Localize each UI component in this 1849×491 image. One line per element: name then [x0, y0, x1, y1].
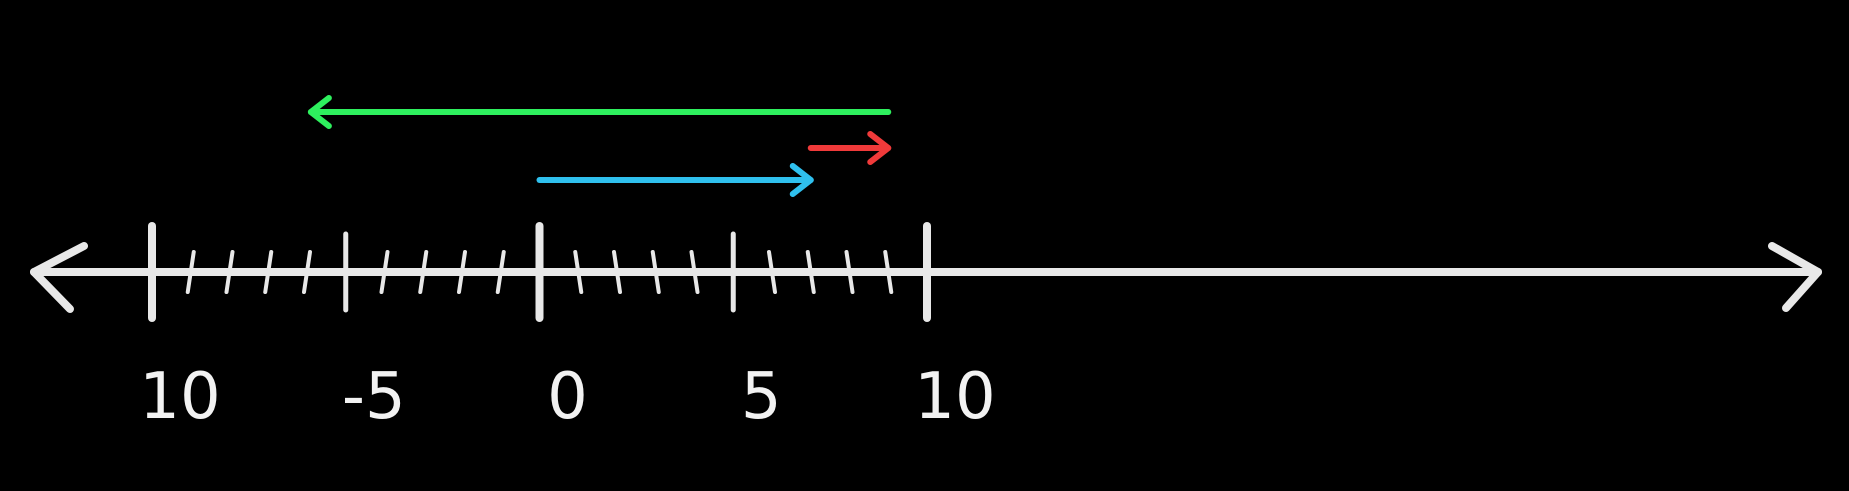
red-vector-arrowhead	[867, 131, 892, 165]
blue-vector-arrow	[536, 163, 814, 197]
minor-tick	[612, 250, 622, 294]
minor-tick	[573, 250, 584, 294]
axis-left-arrowhead	[30, 242, 88, 313]
green-vector-arrow	[307, 95, 892, 129]
minor-tick	[418, 250, 429, 294]
minor-tick	[224, 250, 235, 294]
minor-tick	[767, 250, 777, 294]
minor-tick	[883, 250, 894, 294]
tick-label: 10	[914, 360, 995, 434]
tick-label: 0	[547, 360, 588, 434]
number-line-axis	[30, 222, 1822, 322]
vector-arrows	[307, 95, 892, 197]
minor-tick	[689, 250, 700, 294]
minor-tick	[805, 250, 816, 294]
tick-label: 10	[139, 360, 220, 434]
minor-tick	[263, 250, 274, 294]
tick-label: 5	[741, 360, 782, 434]
green-vector-arrowhead	[307, 95, 332, 129]
minor-tick	[495, 250, 506, 294]
minor-tick	[844, 250, 855, 294]
blue-vector-arrowhead	[789, 163, 814, 197]
minor-tick	[457, 250, 467, 294]
minor-tick	[185, 250, 196, 294]
axis-right-arrowhead	[1768, 242, 1822, 312]
red-vector-arrow	[807, 131, 892, 165]
tick-label: -5	[342, 360, 406, 434]
minor-tick	[379, 250, 390, 294]
minor-tick	[650, 250, 661, 294]
minor-tick	[302, 250, 312, 294]
tick-labels: 10 -5 0 5 10	[139, 360, 995, 434]
